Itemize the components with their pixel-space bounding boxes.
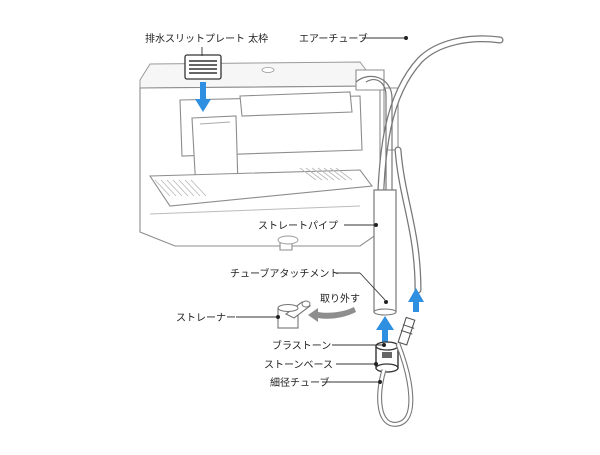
label-bubble-stone: ブラストーン <box>272 339 331 352</box>
label-remove: 取り外す <box>320 293 360 305</box>
attach-pipe-arrow-icon <box>376 316 394 342</box>
label-slit-plate: 排水スリットプレート 太枠 <box>145 32 268 45</box>
straight-pipe <box>355 75 397 316</box>
strainer <box>277 300 312 329</box>
air-tube <box>376 35 504 294</box>
slit-plate <box>184 54 222 80</box>
label-strainer: ストレーナー <box>176 312 236 324</box>
insert-arrow-icon <box>195 82 211 112</box>
remove-arrow-icon <box>308 307 356 322</box>
label-straight-pipe: ストレートパイプ <box>258 220 338 232</box>
label-stone-base: ストーンベース <box>264 359 333 371</box>
label-thin-tube: 細径チューブ <box>270 376 329 389</box>
label-air-tube: エアーチューブ <box>299 32 368 45</box>
leader-lines <box>201 36 408 384</box>
filter-box <box>139 61 399 251</box>
label-tube-attachment: チューブアタッチメント <box>230 267 339 280</box>
bubble-stone-assembly <box>375 316 416 427</box>
attach-tube-arrow-icon <box>408 288 424 312</box>
